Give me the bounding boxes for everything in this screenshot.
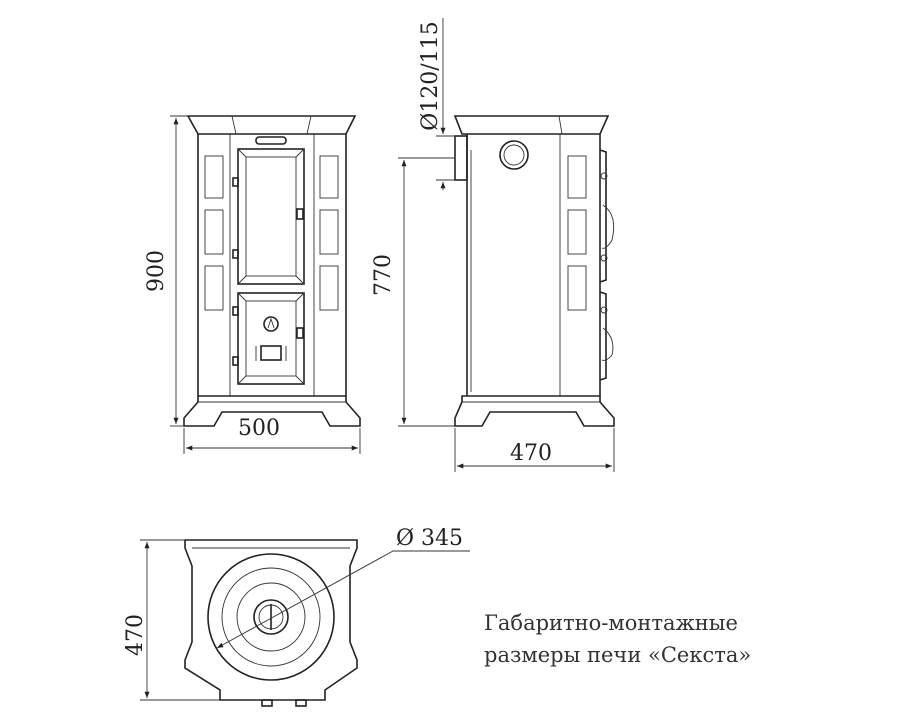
side-view: 770 Ø120/115 470 [371, 18, 615, 472]
hob-diameter-label: Ø 345 [396, 526, 463, 551]
caption-line-1: Габаритно-монтажные [484, 611, 738, 635]
front-width-label: 500 [238, 416, 280, 441]
flue-diameter-label: Ø120/115 [418, 21, 443, 130]
side-depth-label: 470 [510, 441, 552, 466]
side-height-label: 770 [371, 254, 396, 296]
top-depth-label: 470 [123, 614, 148, 656]
front-height-label: 900 [144, 250, 169, 292]
top-view: Ø 345 470 [123, 526, 470, 707]
caption-line-2: размеры печи «Секста» [484, 643, 752, 667]
front-view: 900 500 [144, 115, 361, 454]
drawing-caption: Габаритно-монтажные размеры печи «Секста… [484, 607, 751, 671]
